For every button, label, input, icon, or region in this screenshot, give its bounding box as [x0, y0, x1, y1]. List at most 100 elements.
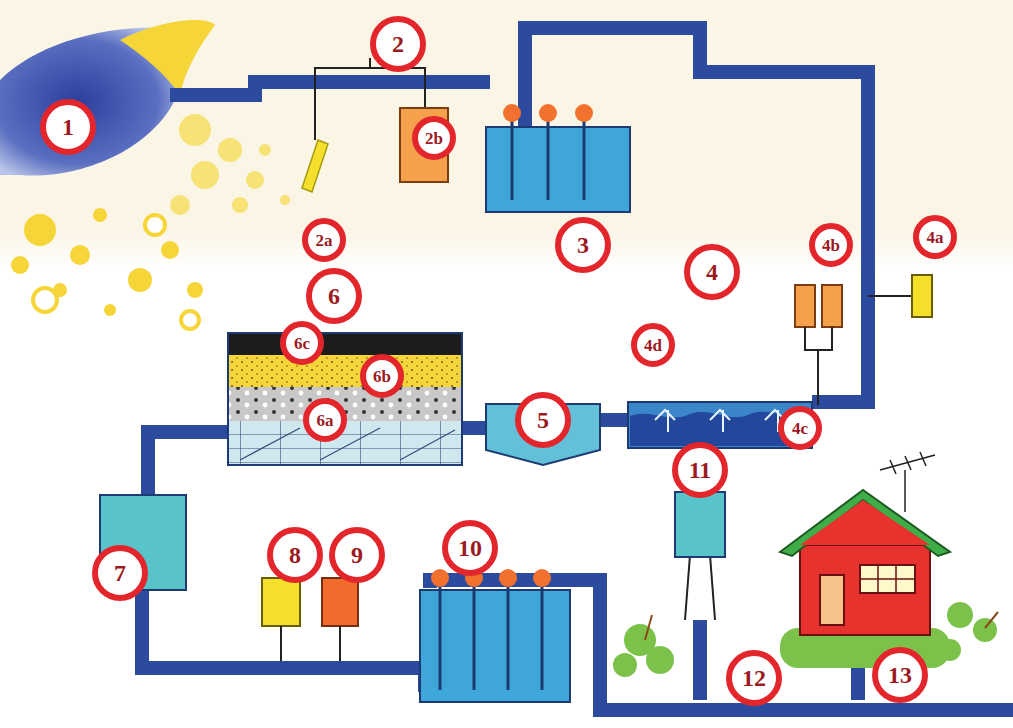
river-part-part [128, 268, 152, 292]
sand-filter-part [228, 333, 462, 465]
river-part [33, 215, 199, 329]
aeration-tank [486, 104, 630, 212]
callout-circle: 1 [40, 99, 96, 155]
dosing-boxes [795, 275, 932, 405]
callout-number: 6a [317, 412, 334, 429]
callout-number: 5 [537, 408, 549, 432]
river-part-part [104, 304, 116, 316]
river-part-part [33, 288, 57, 312]
callout-number: 6c [294, 335, 310, 352]
callout-circle: 2b [412, 116, 456, 160]
callout-circle: 4b [809, 223, 853, 267]
callout-number: 2b [425, 130, 443, 147]
greenery-part [947, 602, 973, 628]
callout-number: 4c [792, 420, 808, 437]
disinfection-tank-part-part [499, 569, 517, 587]
house-part [860, 565, 915, 593]
chemical-boxes-part [262, 578, 300, 626]
river [0, 20, 290, 329]
greenery-part [646, 646, 674, 674]
bracket-line-part [369, 58, 371, 68]
callout-number: 9 [351, 543, 363, 567]
callout-circle: 4 [684, 244, 740, 300]
callout-circle: 11 [672, 442, 728, 498]
callout-circle: 8 [267, 527, 323, 583]
river-part-part [93, 208, 107, 222]
pipes-part [170, 82, 490, 95]
river-part-part [11, 256, 29, 274]
disinfection-tank-part-part [431, 569, 449, 587]
callout-circle: 5 [515, 392, 571, 448]
callout-circle: 10 [442, 520, 498, 576]
dosing-boxes-part [805, 327, 832, 405]
pipes-part [525, 28, 868, 402]
river-part-part [187, 282, 203, 298]
disinfection-tank-part [440, 582, 542, 690]
screen-bar-part [302, 140, 328, 192]
callout-circle: 4c [778, 406, 822, 450]
pipes-part [462, 421, 485, 435]
water-tower-part [675, 492, 725, 557]
callout-number: 4 [706, 260, 718, 284]
house-part [880, 452, 935, 512]
disinfection-tank-part-part [440, 582, 542, 690]
screen-bar [302, 140, 328, 192]
callout-circle: 6b [360, 354, 404, 398]
pipes-part [693, 620, 707, 700]
callout-number: 11 [689, 458, 712, 482]
river-part-part [191, 161, 219, 189]
callout-circle: 6c [280, 321, 324, 365]
disinfection-tank [420, 569, 570, 702]
pipes-part [600, 413, 628, 427]
aeration-tank-part-part [575, 104, 593, 122]
house-part [860, 565, 915, 593]
water-tower [675, 492, 725, 620]
callout-number: 2 [392, 32, 404, 56]
house-part [780, 490, 950, 556]
disinfection-tank-part-part [533, 569, 551, 587]
callout-number: 13 [888, 663, 912, 687]
water-tower-part [685, 555, 715, 620]
sand-filter-part [228, 355, 462, 387]
flocculation-tank-part-part [710, 410, 730, 432]
callout-number: 4a [927, 229, 944, 246]
river-part-part [179, 114, 211, 146]
callout-number: 10 [458, 536, 482, 560]
river-part [11, 208, 203, 316]
callout-number: 6b [373, 368, 391, 385]
callout-circle: 9 [329, 527, 385, 583]
aeration-tank-part-part [503, 104, 521, 122]
callout-number: 12 [742, 666, 766, 690]
callout-circle: 7 [92, 545, 148, 601]
disinfection-tank-part [420, 590, 570, 702]
dosing-boxes-part [912, 275, 932, 317]
callout-circle: 6a [303, 398, 347, 442]
callout-circle: 3 [555, 217, 611, 273]
dosing-boxes-part [795, 285, 815, 327]
dosing-boxes-part [868, 295, 912, 297]
river-part-part [259, 144, 271, 156]
sand-filter-part [228, 333, 462, 355]
flocculation-tank-part [655, 410, 785, 432]
river-part-part [24, 214, 56, 246]
greenery-part [613, 653, 637, 677]
callout-circle: 4a [913, 215, 957, 259]
callout-number: 8 [289, 543, 301, 567]
river-part-part [145, 215, 165, 235]
river-part-part [280, 195, 290, 205]
house-part [800, 500, 930, 545]
callout-number: 2a [316, 232, 333, 249]
callout-number: 4b [822, 237, 840, 254]
callout-number: 4d [644, 337, 662, 354]
aeration-tank-part-part [539, 104, 557, 122]
river-part [120, 20, 215, 95]
callout-number: 6 [328, 284, 340, 308]
chemical-boxes [262, 578, 358, 661]
house-part [800, 545, 930, 635]
callout-circle: 12 [726, 650, 782, 706]
chemical-boxes-part [281, 626, 340, 661]
house-part [820, 575, 844, 625]
disinfection-tank-part [431, 569, 551, 587]
pipes [142, 28, 1013, 710]
